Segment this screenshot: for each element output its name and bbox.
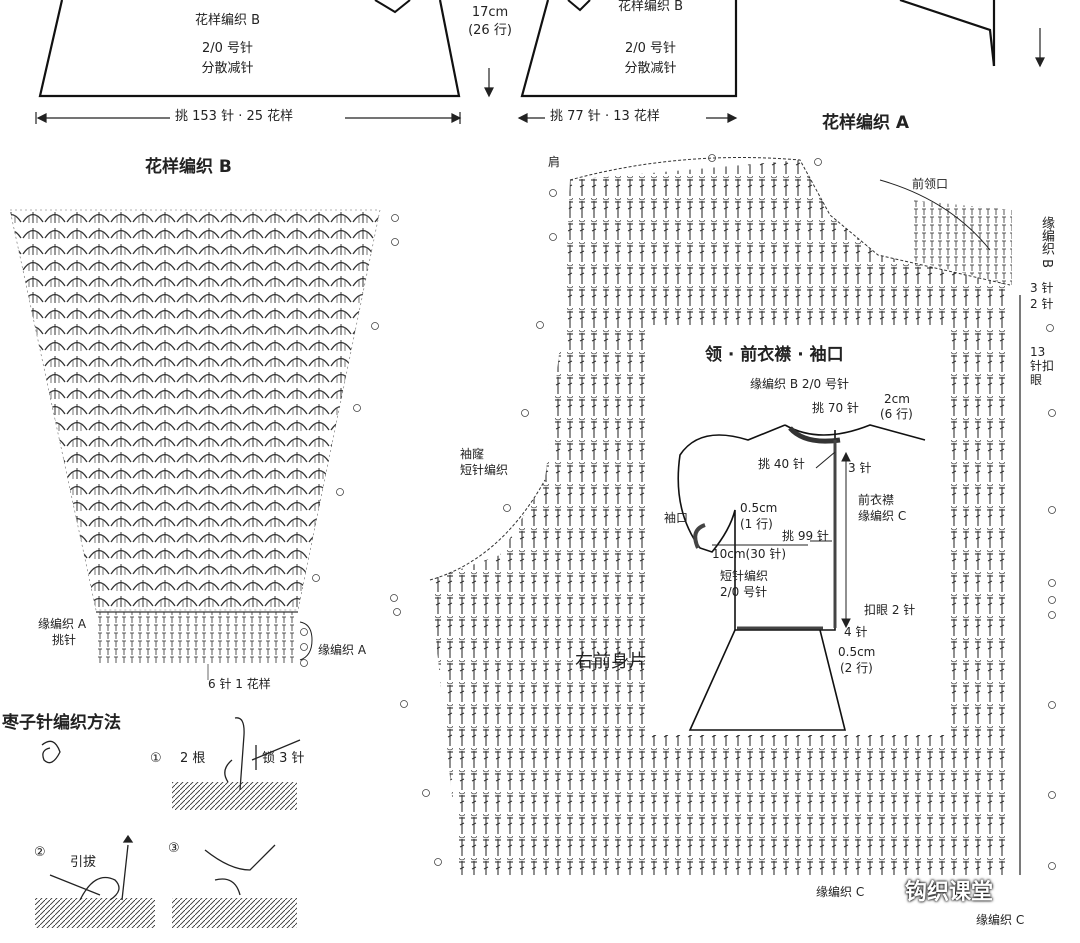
- pattern-b-chart: [9, 209, 399, 680]
- inset-05cm-b: 0.5cm: [838, 645, 876, 659]
- bobble-demos: [35, 717, 301, 928]
- inset-pick40: 挑 40 针: [758, 457, 805, 471]
- bobble-step1-chain: 锁 3 针: [262, 751, 305, 766]
- bobble-step2-text: 引拔: [70, 855, 97, 870]
- bobble-step3: ③: [168, 841, 180, 856]
- height-rows: (26 行): [468, 23, 512, 38]
- inset-10cm: 10cm(30 针): [712, 547, 787, 561]
- armhole-label: 袖窿: [460, 447, 485, 461]
- edge-c-label-1: 缘编织 C: [816, 885, 865, 899]
- piece-name: 右前身片: [575, 651, 647, 672]
- bobble-step1: ①: [150, 751, 162, 766]
- front-neck-label: 前领口: [912, 177, 949, 191]
- top-left-decrease: 分散减针: [201, 61, 254, 76]
- watermark: 钩织课堂: [905, 880, 994, 905]
- dimension-arrows: [35, 28, 1045, 124]
- inset-3sts: 3 针: [848, 461, 872, 475]
- inset-pick70: 挑 70 针: [812, 401, 859, 415]
- sts-2-label: 2 针: [1030, 297, 1054, 311]
- garment-sketch: [677, 424, 926, 731]
- inset-2cm: 2cm: [884, 392, 910, 406]
- armhole-sc-label: 短针编织: [460, 463, 509, 477]
- edge-b-vertical: 缘编织 B: [1038, 216, 1054, 269]
- inset-hook: 2/0 号针: [720, 585, 768, 599]
- sts-3-label: 3 针: [1030, 281, 1054, 295]
- inset-arrows: [712, 451, 851, 629]
- pattern-b-title: 花样编织 B: [145, 157, 232, 177]
- top-left-pattern: 花样编织 B: [194, 13, 261, 28]
- bobble-step1-text: 2 根: [180, 751, 206, 766]
- inset-2rows: (2 行): [840, 661, 873, 675]
- top-right-curve: [899, 0, 996, 67]
- left-width-label: 挑 153 针 · 25 花样: [175, 109, 294, 124]
- pattern-a-chart: [390, 154, 1056, 875]
- inset-buttonhole: 扣眼 2 针: [864, 603, 916, 617]
- inset-placket: 前衣襟: [858, 493, 895, 507]
- buttonholes-label: 13 针扣眼: [1030, 345, 1055, 387]
- height-cm: 17cm: [471, 5, 509, 20]
- inset-cuff: 袖口: [664, 511, 689, 525]
- top-right-decrease: 分散减针: [624, 61, 677, 76]
- bobble-step2: ②: [34, 845, 46, 860]
- bobble-title: 枣子针编织方法: [2, 713, 121, 733]
- top-right-hook: 2/0 号针: [624, 41, 677, 56]
- inset-pick99: 挑 99 针: [782, 529, 829, 543]
- inset-1row: (1 行): [740, 517, 773, 531]
- pattern-b-edge-a: 缘编织 A: [38, 617, 87, 631]
- edge-c-label-2: 缘编织 C: [976, 913, 1025, 927]
- pattern-b-pick: 挑针: [52, 633, 77, 647]
- shoulder-label: 肩: [548, 155, 561, 169]
- top-right-pattern: 花样编织 B: [617, 0, 684, 14]
- top-left-trapezoid: [38, 0, 461, 98]
- inset-title: 领 · 前衣襟 · 袖口: [705, 345, 844, 365]
- right-width-label: 挑 77 针 · 13 花样: [550, 109, 660, 124]
- inset-4sts: 4 针: [844, 625, 868, 639]
- pattern-b-repeat: 6 针 1 花样: [208, 677, 271, 691]
- top-right-trapezoid: [520, 0, 738, 98]
- top-left-hook: 2/0 号针: [201, 41, 254, 56]
- inset-sub: 缘编织 B 2/0 号针: [750, 377, 849, 391]
- inset-sc: 短针编织: [720, 569, 769, 583]
- pattern-a-title: 花样编织 A: [822, 113, 910, 133]
- inset-placket-edge: 缘编织 C: [858, 509, 907, 523]
- inset-05cm-a: 0.5cm: [740, 501, 778, 515]
- pattern-b-edge-a-right: 缘编织 A: [318, 643, 367, 657]
- inset-6rows: (6 行): [880, 407, 913, 421]
